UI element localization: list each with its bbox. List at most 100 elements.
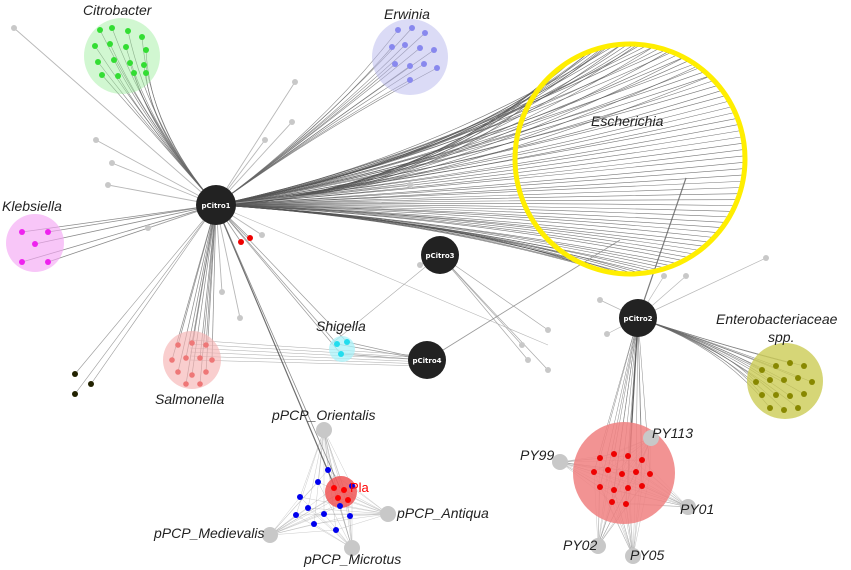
salmonella-node: [203, 369, 209, 375]
salmonella-node: [183, 381, 189, 387]
pPCP-plasmid-node[interactable]: [380, 506, 396, 522]
enterobacteriaceae-node: [753, 379, 759, 385]
hub-pcitro3[interactable]: pCitro3: [421, 236, 459, 274]
citrobacter-node: [111, 57, 117, 63]
escherichia-node: [732, 108, 735, 111]
escherichia-node: [588, 50, 591, 53]
erwinia-label: Erwinia: [384, 6, 430, 22]
escherichia-node: [700, 67, 703, 70]
salmonella-node: [183, 355, 189, 361]
network-edge: [216, 64, 695, 205]
grey-node: [545, 327, 551, 333]
erwinia-node: [422, 30, 428, 36]
grey-node: [262, 137, 268, 143]
grey-node: [417, 262, 423, 268]
pla-label: Pla: [350, 480, 370, 495]
pseudotuberculosis-node: [639, 483, 645, 489]
network-edge: [638, 258, 766, 318]
escherichia-node: [654, 270, 657, 273]
red-node: [238, 239, 244, 245]
escherichia-node: [542, 233, 545, 236]
grey-node: [237, 315, 243, 321]
erwinia-node: [421, 61, 427, 67]
grey-node: [105, 182, 111, 188]
shigella-label: Shigella: [316, 318, 366, 334]
escherichia-node: [669, 265, 672, 268]
erwinia-node: [402, 42, 408, 48]
hub-pcitro4[interactable]: pCitro4: [408, 341, 446, 379]
grey-node: [145, 225, 151, 231]
escherichia-node: [664, 48, 667, 51]
escherichia-label: Escherichia: [591, 113, 664, 129]
enterobacteriaceae-node: [759, 367, 765, 373]
enterobacteriaceae-node: [795, 405, 801, 411]
enterobacteriaceae-label: Enterobacteriaceae: [716, 311, 838, 327]
escherichia-node: [692, 253, 695, 256]
klebsiella-node: [32, 241, 38, 247]
network-edge: [440, 255, 528, 360]
pseudotuberculosis-node: [597, 484, 603, 490]
erwinia-node: [409, 25, 415, 31]
network-edge: [216, 205, 615, 273]
escherichia-node: [598, 268, 601, 271]
escherichia-node: [696, 64, 699, 67]
escherichia-node: [664, 267, 667, 270]
escherichia-node: [519, 193, 522, 196]
escherichia-node: [608, 271, 611, 274]
enterobacteriaceae-node: [787, 360, 793, 366]
network-edge: [638, 318, 762, 395]
escherichia-node: [718, 86, 721, 89]
grey-node: [597, 297, 603, 303]
escherichia-node: [514, 168, 517, 171]
escherichia-node: [742, 142, 745, 145]
citrobacter-node: [139, 34, 145, 40]
network-edge: [134, 73, 216, 205]
escherichia-node: [532, 221, 535, 224]
escherichia-node: [727, 216, 730, 219]
escherichia-node: [521, 198, 524, 201]
escherichia-node: [738, 122, 741, 125]
escherichia-node: [513, 157, 516, 160]
klebsiella-node: [19, 229, 25, 235]
salmonella-node: [169, 357, 175, 363]
escherichia-node: [593, 48, 596, 51]
pseudotuberculosis-node: [639, 457, 645, 463]
citrobacter-node: [97, 27, 103, 33]
escherichia-node: [734, 203, 737, 206]
escherichia-node: [518, 188, 521, 191]
pla-node: [341, 487, 347, 493]
pseudotuberculosis-node: [597, 455, 603, 461]
citrobacter-node: [143, 70, 149, 76]
pPCP-plasmid-node[interactable]: [316, 422, 332, 438]
escherichia-node: [721, 90, 724, 93]
escherichia-node: [518, 127, 521, 130]
escherichia-node: [545, 78, 548, 81]
salmonella-node: [175, 342, 181, 348]
grey-node: [407, 182, 413, 188]
hub-label: pCitro1: [201, 202, 230, 210]
escherichia-node: [741, 132, 744, 135]
escherichia-node: [634, 272, 637, 275]
escherichia-node: [724, 221, 727, 224]
salmonella-node: [189, 372, 195, 378]
py99-label: PY99: [520, 447, 554, 463]
hub-pcitro2[interactable]: pCitro2: [619, 299, 657, 337]
grey-node: [219, 289, 225, 295]
escherichia-node: [613, 271, 616, 274]
py-plasmid-node[interactable]: [552, 454, 568, 470]
escherichia-node: [525, 207, 528, 210]
yersinia-node: [293, 512, 299, 518]
pseudotuberculosis-node: [609, 499, 615, 505]
py113-label: PY113: [652, 425, 693, 441]
enterobacteriaceae-spp-label: spp.: [768, 329, 794, 345]
escherichia-node: [743, 157, 746, 160]
salmonella-node: [197, 381, 203, 387]
escherichia-node: [649, 271, 652, 274]
escherichia-node: [623, 272, 626, 275]
erwinia-cluster: [372, 19, 448, 95]
hub-pcitro1[interactable]: pCitro1: [196, 185, 236, 225]
salmonella-node: [209, 357, 215, 363]
escherichia-node: [538, 229, 541, 232]
escherichia-node: [628, 272, 631, 275]
citrobacter-node: [115, 73, 121, 79]
